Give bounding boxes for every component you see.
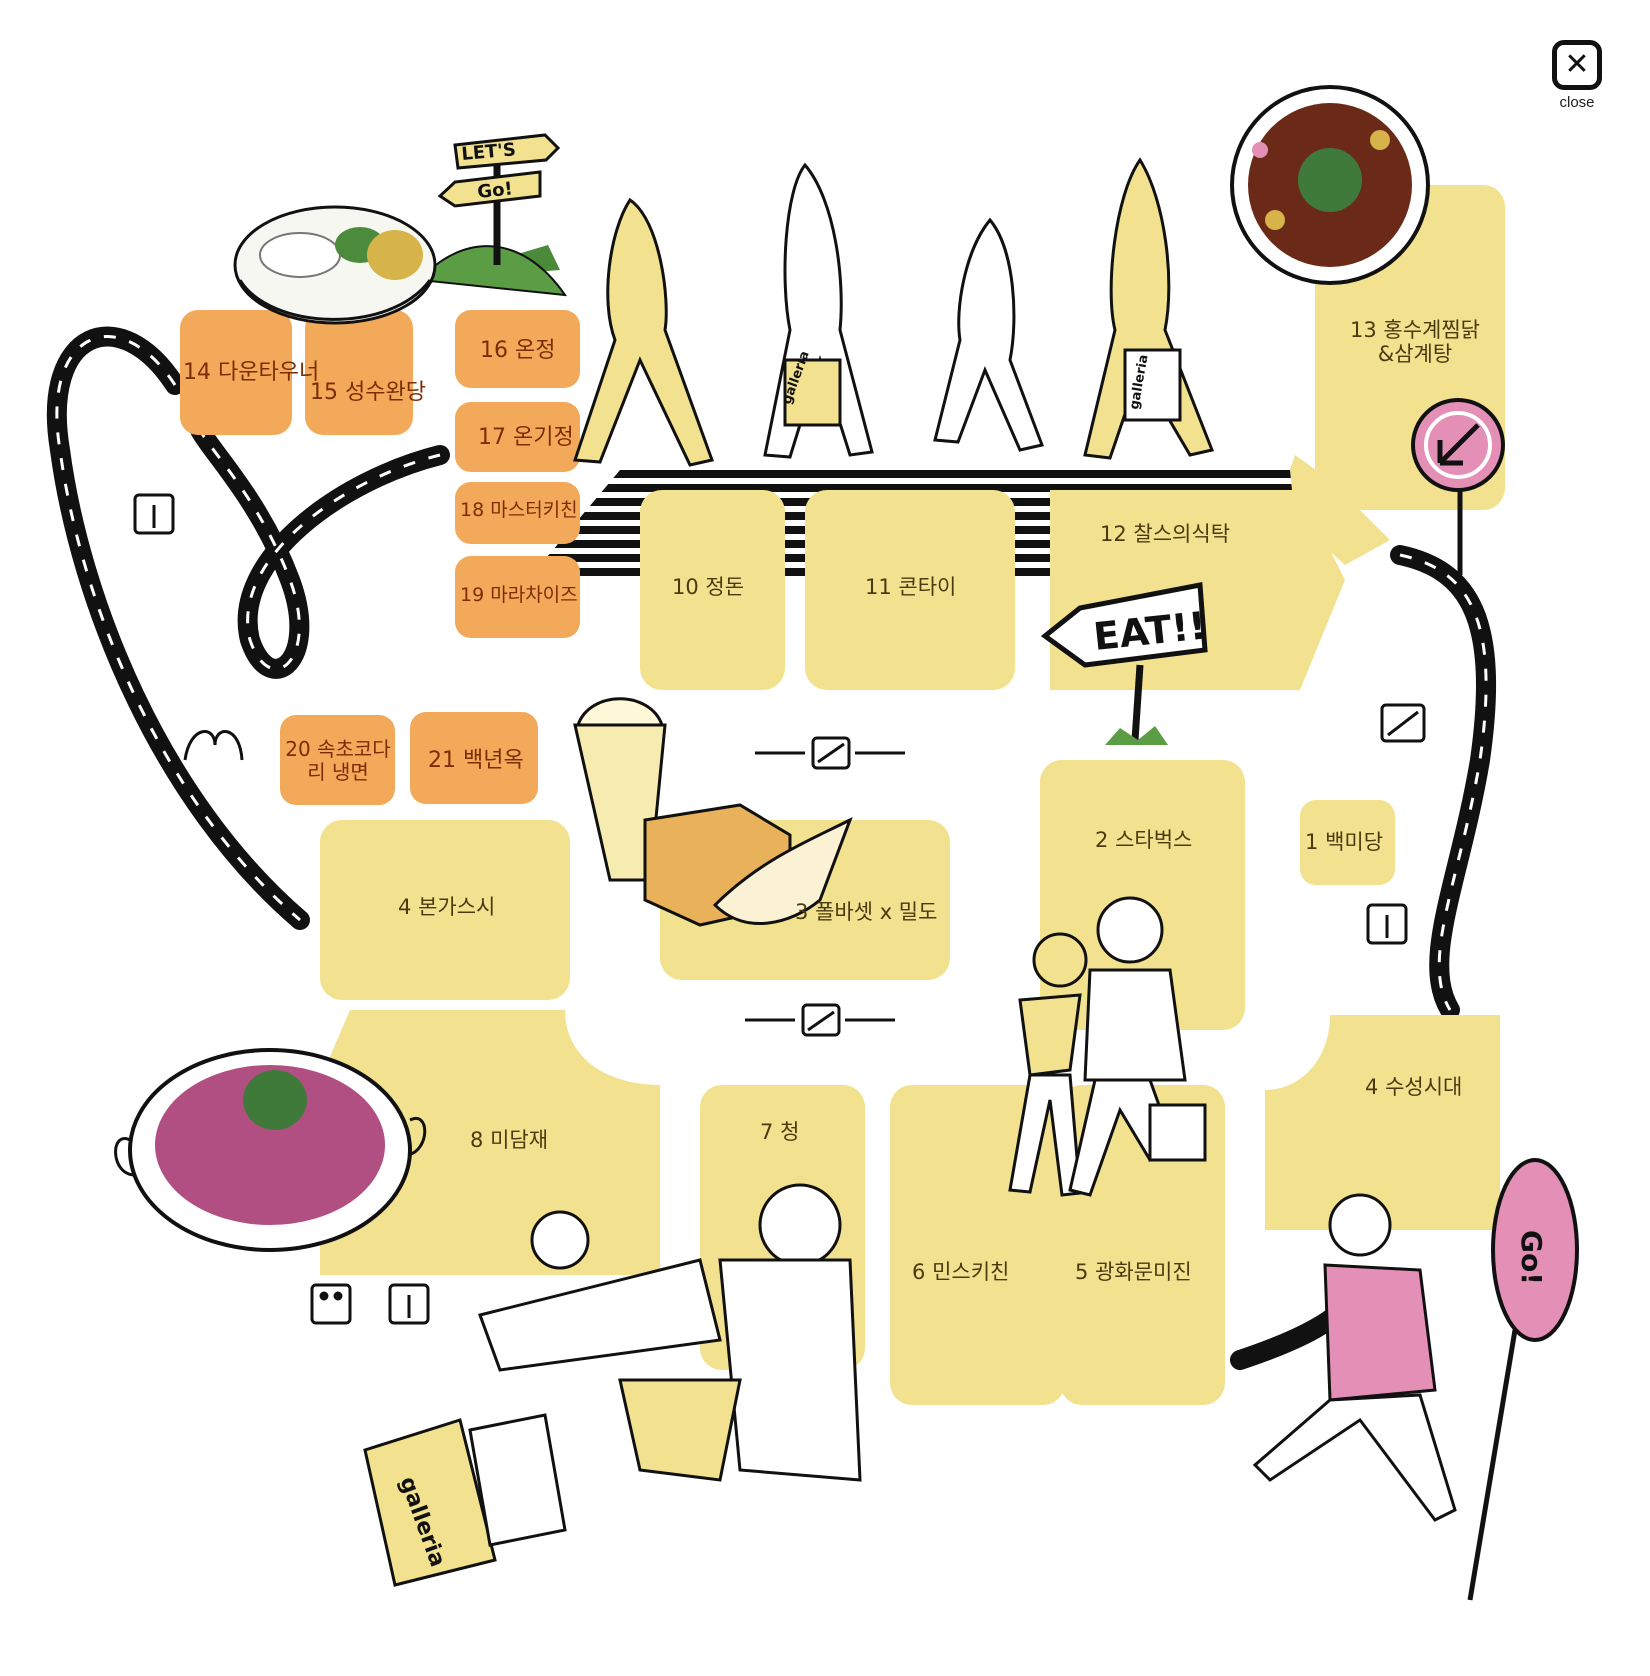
store-number: 4 [1365,1075,1379,1099]
store-label-midamjae[interactable]: 8 미담재 [470,1128,548,1152]
restroom-icon [310,1283,352,1325]
store-number: 19 [460,584,485,606]
store-label-suseongsidae[interactable]: 4 수성시대 [1365,1075,1462,1099]
store-name: 성수완당 [345,380,426,405]
store-name: 수성시대 [1385,1075,1463,1099]
store-label-baeknyeonok[interactable]: 21 백년옥 [428,748,524,773]
store-name: 온정 [515,338,556,363]
bowl-top-left [233,205,437,325]
store-number: 5 [1075,1260,1089,1284]
store-number: 21 [428,748,456,773]
store-number: 18 [460,499,485,521]
table-scene [363,1183,862,1587]
store-name: 폴바셋 x 밀도 [815,900,938,924]
store-number: 11 [865,575,892,599]
store-number: 17 [478,425,506,450]
store-label-jeongdon[interactable]: 10 정돈 [672,575,744,599]
couple-illustration [1008,896,1207,1197]
store-name: 홍수계찜닭 &삼계탕 [1377,318,1481,367]
store-label-hongsugye[interactable]: 13 홍수계찜닭 &삼계탕 [1345,318,1485,366]
store-label-seongsu-wandang[interactable]: 15 성수완당 [310,380,426,405]
store-number: 4 [398,895,412,919]
store-name: 콘타이 [898,575,957,599]
go-round-sign [1467,1158,1579,1601]
store-label-bongasushi[interactable]: 4 본가스시 [398,895,495,919]
walking-shoppers [572,157,1215,467]
store-number: 15 [310,380,338,405]
store-number: 2 [1095,828,1109,852]
orange-store-blocks [180,310,580,805]
lets-go-signpost [417,133,568,297]
go-sign-text: Go! [476,178,513,203]
store-number: 12 [1100,522,1127,546]
store-number: 8 [470,1128,484,1152]
store-name: 민스키친 [932,1260,1010,1284]
escalator-icon [1380,703,1426,743]
store-label-cheong[interactable]: 7 청 [760,1120,799,1144]
store-label-mala-chise[interactable]: 19 마라차이즈 [460,584,578,607]
store-label-gwanghwamun-mijin[interactable]: 5 광화문미진 [1075,1260,1192,1284]
close-label: close [1559,94,1595,111]
store-name: 미담재 [490,1128,549,1152]
store-number: 16 [480,338,508,363]
store-number: 10 [672,575,699,599]
store-name: 광화문미진 [1095,1260,1192,1284]
worker-illustration [1252,1193,1457,1522]
store-name: 속초코다리 냉면 [307,737,391,784]
store-name: 본가스시 [418,895,496,919]
store-label-paulbassett-mildo[interactable]: 3 폴바셋 x 밀도 [795,900,937,924]
store-name: 청 [780,1120,800,1144]
store-label-ongijeong[interactable]: 17 온기정 [478,425,574,450]
close-button[interactable]: ✕ close [1547,40,1607,120]
store-name: 마스터키친 [490,499,578,521]
bowl-top-right [1230,85,1430,285]
pink-arrow-sign [1411,398,1505,575]
store-label-downtowner[interactable]: 14 다운타우너 [183,360,319,385]
elevator-icon [388,1283,430,1325]
store-number: 13 [1349,318,1377,342]
store-label-starbucks[interactable]: 2 스타벅스 [1095,828,1192,852]
elevator-icon [1366,903,1408,945]
bowl-bottom-left [114,1048,427,1252]
store-name: 정돈 [705,575,745,599]
store-name: 백년옥 [463,748,524,773]
go-round-sign-text: Go! [1515,1230,1548,1285]
store-number: 14 [183,360,211,385]
store-label-sokcho-kodari[interactable]: 20 속초코다리 냉면 [283,738,393,784]
lets-sign-text: LET'S [461,139,517,165]
store-label-contai[interactable]: 11 콘타이 [865,575,956,599]
store-name: 다운타우너 [218,360,320,385]
store-label-baekmidang[interactable]: 1 백미당 [1305,830,1383,854]
store-label-master-kitchen[interactable]: 18 마스터키친 [460,499,578,522]
store-number: 1 [1305,830,1319,854]
store-name: 마라차이즈 [490,584,578,606]
store-number: 6 [912,1260,926,1284]
escalator-icon [755,736,905,770]
store-number: 7 [760,1120,774,1144]
store-label-charles-table[interactable]: 12 찰스의식탁 [1100,522,1230,546]
escalator-icon [745,1003,895,1037]
store-number: 3 [795,900,809,924]
eat-signpost [1040,582,1208,745]
store-name: 찰스의식탁 [1133,522,1231,546]
store-label-minskitchen[interactable]: 6 민스키친 [912,1260,1009,1284]
store-name: 백미당 [1325,830,1384,854]
dessert-illustration [573,697,853,927]
store-name: 온기정 [513,425,574,450]
store-label-onjeong[interactable]: 16 온정 [480,338,555,363]
store-number: 20 [285,737,311,761]
elevator-icon [133,493,175,535]
close-icon: ✕ [1552,40,1602,90]
stairs-icon [183,730,244,761]
store-name: 스타벅스 [1115,828,1193,852]
